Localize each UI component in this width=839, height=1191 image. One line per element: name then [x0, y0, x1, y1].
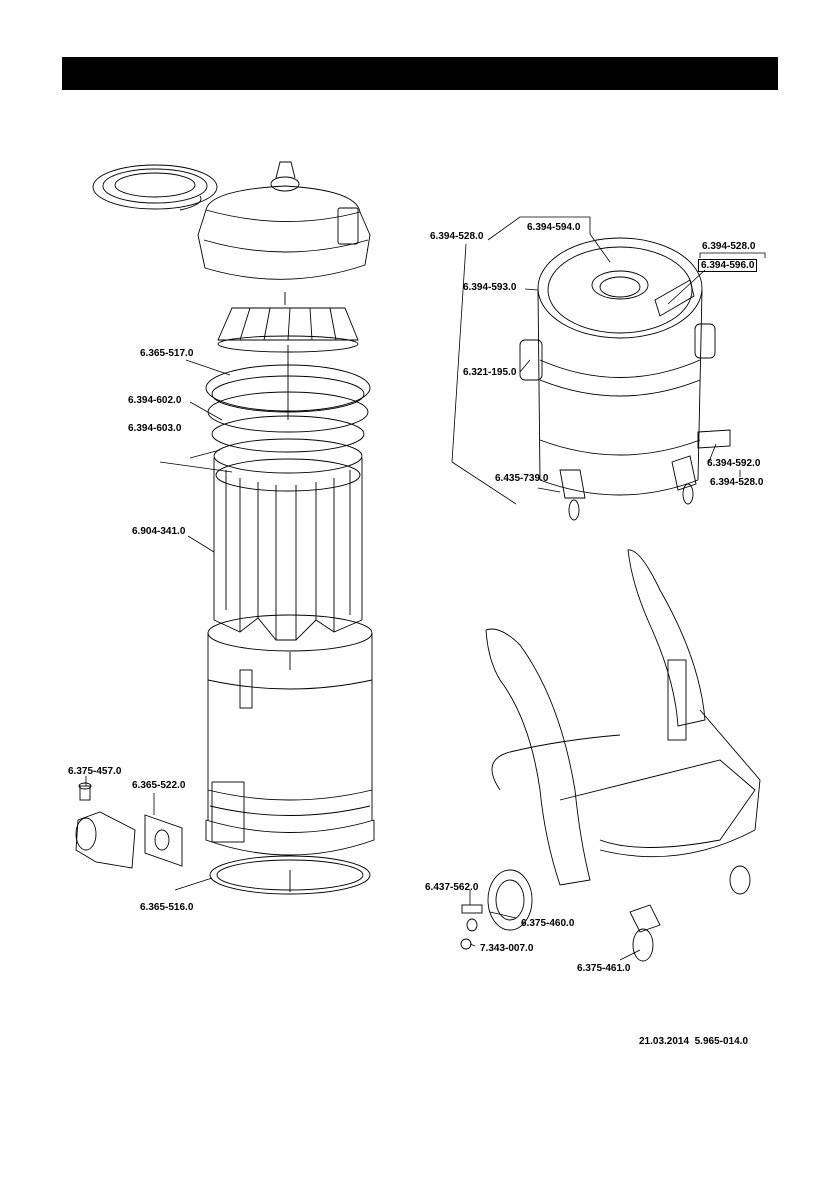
vacuum-head: [197, 161, 371, 305]
part-label-6375457: 6.375-457.0: [68, 766, 122, 777]
filter-basket: [213, 458, 363, 641]
part-label-6365522: 6.365-522.0: [132, 780, 186, 791]
right-leader-lines: [451, 216, 766, 505]
part-label-6437562: 6.437-562.0: [425, 882, 479, 893]
part-label-6365516: 6.365-516.0: [140, 902, 194, 913]
part-label-7343007: 7.343-007.0: [480, 943, 534, 954]
part-label-6321195: 6.321-195.0: [463, 367, 517, 378]
part-label-6394603: 6.394-603.0: [128, 423, 182, 434]
part-label-6394528-top: 6.394-528.0: [430, 231, 484, 242]
left-leader-lines: [85, 359, 233, 891]
hose-coil: [92, 164, 218, 211]
container-tank: [205, 614, 375, 856]
seal-rings: [205, 345, 371, 492]
part-label-6904341: 6.904-341.0: [132, 526, 186, 537]
tank-assembly: [519, 237, 731, 521]
footer-date: 21.03.2014: [639, 1036, 690, 1047]
part-label-6375461: 6.375-461.0: [577, 963, 631, 974]
trolley-leader-lines: [469, 890, 641, 961]
footer-info: 21.03.2014 5.965-014.0: [639, 1036, 748, 1047]
bottom-ring: [209, 855, 371, 895]
trolley-frame: [485, 549, 761, 962]
part-label-6375460: 6.375-460.0: [521, 918, 575, 929]
part-label-6394593: 6.394-593.0: [463, 282, 517, 293]
drain-inlet-parts: [75, 782, 183, 869]
footer-doc-number: 5.965-014.0: [694, 1036, 749, 1047]
part-label-6394592: 6.394-592.0: [707, 458, 761, 469]
header-bar: [62, 57, 778, 90]
part-label-6435739: 6.435-739.0: [495, 473, 549, 484]
part-label-6394528-bottom: 6.394-528.0: [710, 477, 764, 488]
part-label-6394602: 6.394-602.0: [128, 395, 182, 406]
part-label-6365517: 6.365-517.0: [140, 348, 194, 359]
part-label-6394594: 6.394-594.0: [527, 222, 581, 233]
part-label-6394596: 6.394-596.0: [698, 259, 758, 272]
part-label-6394528-right: 6.394-528.0: [702, 241, 756, 252]
axle-parts: [460, 904, 483, 950]
